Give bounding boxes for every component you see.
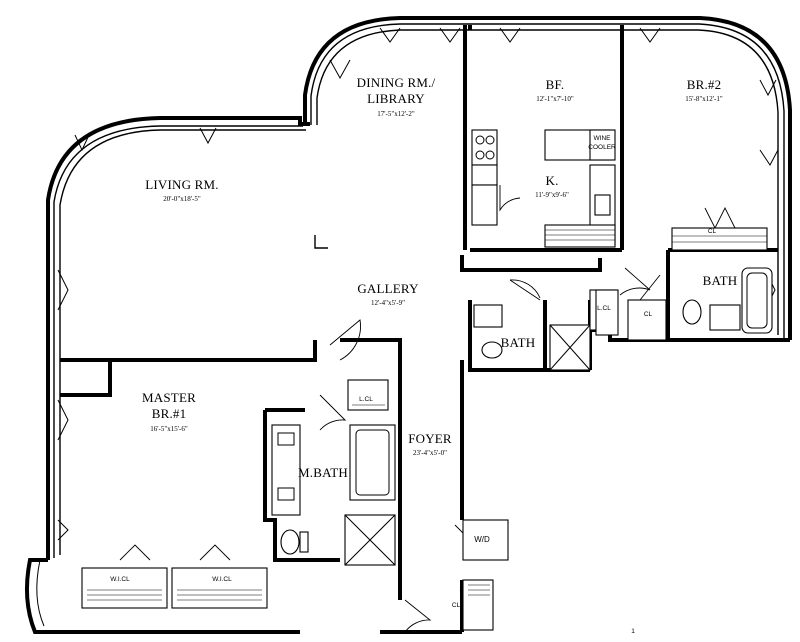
kitchen-dimensions: 11'-9"x9'-6": [535, 191, 569, 199]
door-swings: [119, 185, 736, 633]
master-label-line2: BR.#1: [151, 406, 187, 421]
kitchen-fixtures: [471, 129, 616, 248]
living-room-dimensions: 20'-0"x18'-5": [163, 195, 201, 203]
master-label-line1: MASTER: [142, 390, 196, 405]
dining-room-dimensions: 17'-5"x12'-2": [377, 110, 415, 118]
living-room-label: LIVING RM.: [145, 177, 219, 192]
closet-hatching: [81, 289, 667, 631]
gallery-dimensions: 12'-4"x5'-9": [371, 299, 405, 307]
page-mark: 1: [631, 628, 635, 635]
kitchen-label: K.: [545, 173, 559, 188]
bedroom2-label: BR.#2: [686, 77, 722, 92]
walk-in-closet-1-label: W.I.CL: [110, 576, 130, 583]
bath-fixtures: [271, 227, 773, 566]
dining-room-label-line2: LIBRARY: [367, 91, 425, 106]
exterior-walls: [25, 16, 792, 634]
foyer-label: FOYER: [408, 431, 452, 446]
master-linen-closet-label: L.CL: [359, 396, 373, 403]
dining-room-label-line1: DINING RM./: [356, 75, 436, 90]
wine-cooler-label-line1: WINE: [593, 135, 611, 142]
interior-walls: [60, 25, 778, 634]
washer-dryer-label: W/D: [474, 535, 490, 544]
bf-dimensions: 12'-1"x7'-10": [536, 95, 574, 103]
bath-closet-label: CL: [643, 311, 653, 318]
bedroom2-dimensions: 15'-8"x12'-1": [685, 95, 723, 103]
center-bath-label: BATH: [500, 335, 536, 350]
foyer-dimensions: 23'-4"x5'-0": [413, 449, 447, 457]
bf-label: BF.: [545, 77, 565, 92]
bedroom2-closet-label: CL: [707, 228, 717, 235]
master-bath-label: M.BATH: [298, 465, 348, 480]
walk-in-closet-2-label: W.I.CL: [212, 576, 232, 583]
master-dimensions: 16'-5"x15'-6": [150, 425, 188, 433]
wine-cooler-label-line2: COOLER: [588, 144, 616, 151]
foyer-closet-label: CL: [451, 602, 461, 609]
right-linen-closet-label: L.CL: [597, 305, 611, 312]
right-bath-label: BATH: [702, 273, 738, 288]
gallery-label: GALLERY: [357, 281, 419, 296]
